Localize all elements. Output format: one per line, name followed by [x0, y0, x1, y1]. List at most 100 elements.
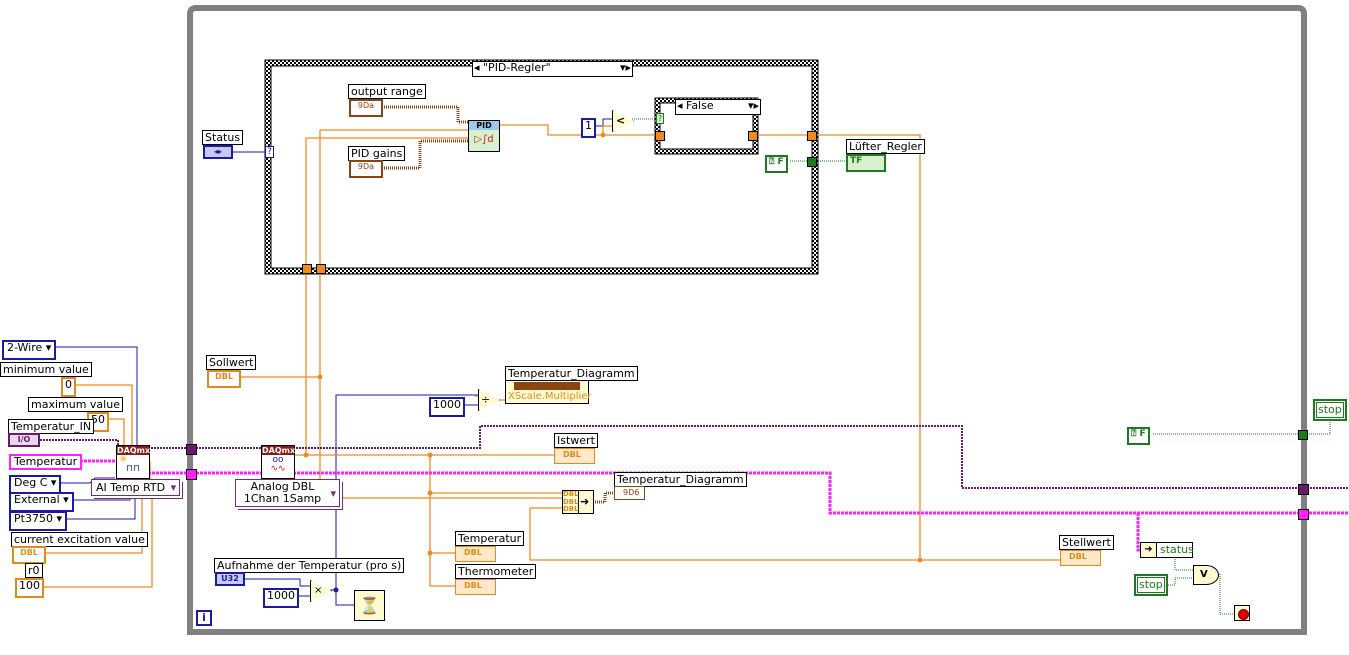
stop-button-terminal[interactable]: stop: [1134, 574, 1168, 596]
wait-metronome-icon[interactable]: ⏳: [354, 590, 385, 621]
op-glyph: V: [1200, 569, 1208, 580]
false-constant-stop[interactable]: ⍰ F: [1127, 427, 1150, 445]
bundle-input: DBL: [563, 497, 579, 506]
integral-icon: ▷∫d: [474, 134, 494, 145]
unbundle-field: status: [1160, 543, 1194, 556]
pid-vi[interactable]: PID ▷∫d: [468, 120, 500, 152]
task-wire: [40, 425, 1349, 489]
selector-line1: Analog DBL: [250, 480, 315, 493]
output-range-control[interactable]: 9Da: [349, 99, 383, 117]
sollwert-label: Sollwert: [206, 355, 257, 370]
status-enum-control[interactable]: ◂▸: [203, 145, 233, 159]
rtd-type-enum[interactable]: Pt3750 ▾: [9, 511, 67, 531]
waveform-icon: ∿∿: [270, 464, 286, 474]
temperatur-in-label: Temperatur_IN: [8, 419, 95, 434]
loop-condition-terminal[interactable]: [1234, 605, 1250, 621]
shift-register-tunnel: [186, 444, 197, 455]
tunnel: [655, 131, 665, 141]
current-excitation-label: current excitation value: [11, 532, 148, 547]
dropdown-icon: ▾: [330, 487, 336, 500]
polymorphic-selector-analog-dbl[interactable]: Analog DBL 1Chan 1Samp ▾: [235, 479, 340, 507]
daqmx-create-channel-vi[interactable]: DAQmx ✳ ⊓⊓: [116, 445, 150, 479]
bundle-input: DBL: [563, 490, 579, 498]
decrement-icon[interactable]: ◂: [677, 99, 683, 112]
timing-control[interactable]: U32: [215, 572, 245, 586]
increment-icon[interactable]: ▾▸: [619, 61, 631, 74]
case-selector-pid[interactable]: ◂ "PID-Regler" ▾▸: [472, 61, 633, 77]
tunnel: [302, 264, 312, 274]
channel-name-constant[interactable]: Temperatur: [9, 454, 83, 470]
stop-if-true-icon: [1238, 609, 1249, 620]
polymorphic-selector-ai-temp-rtd[interactable]: AI Temp RTD▾: [91, 479, 181, 496]
bundle-inputs: DBL DBL DBL: [563, 490, 579, 514]
case-selector-value: "PID-Regler": [483, 61, 551, 74]
multiply-constant[interactable]: 1000: [263, 588, 299, 608]
case-selector-terminal: ?: [265, 146, 274, 158]
increment-icon[interactable]: ▾▸: [747, 99, 759, 112]
daqmx-header: DAQmx: [262, 446, 296, 455]
luefter-regler-indicator[interactable]: TF: [846, 154, 886, 172]
case-selector-value: False: [686, 99, 714, 112]
io-terminal[interactable]: I/O: [8, 433, 40, 447]
bool-value: F: [1139, 429, 1146, 439]
units-enum[interactable]: Deg C ▾: [9, 475, 62, 495]
compare-constant[interactable]: 1: [581, 118, 596, 138]
tunnel: [1298, 509, 1309, 520]
tunnel: [1298, 430, 1308, 440]
error-wire: [72, 459, 1349, 552]
create-icon: ✳: [119, 454, 128, 465]
minimum-value-constant[interactable]: 0: [61, 377, 76, 397]
shift-register-tunnel: [186, 469, 197, 480]
r0-constant[interactable]: 100: [15, 578, 44, 598]
false-constant[interactable]: ⍰ F: [765, 155, 788, 173]
excitation-source-enum[interactable]: External ▾: [9, 492, 74, 512]
divide-constant[interactable]: 1000: [429, 397, 465, 417]
bundle-input: DBL: [563, 505, 579, 513]
pid-gains-control[interactable]: 9Da: [349, 160, 383, 178]
stellwert-label: Stellwert: [1059, 535, 1114, 550]
tunnel: [748, 131, 758, 141]
status-label: Status: [202, 130, 244, 145]
property-node-label: Temperatur_Diagramm: [505, 366, 638, 381]
stop-local-variable[interactable]: stop: [1313, 399, 1347, 421]
dbl-wires: [38, 124, 1062, 588]
property-node[interactable]: XScale.Multiplier: [505, 380, 592, 404]
case-selector-inner[interactable]: ◂ False ▾▸: [675, 99, 761, 115]
inner-case-terminal: ?: [656, 113, 664, 124]
or-primitive[interactable]: V: [1193, 565, 1219, 585]
property-name[interactable]: XScale.Multiplier: [508, 391, 592, 402]
unbundle-by-name[interactable]: ➜ status: [1140, 542, 1194, 558]
daqmx-read-vi[interactable]: DAQmx oo ∿∿: [261, 445, 295, 479]
bundle-node[interactable]: DBL DBL DBL ➜: [562, 490, 594, 514]
selector-line2: 1Chan 1Samp: [243, 492, 322, 505]
while-loop[interactable]: [187, 5, 1307, 635]
wire-junctions: [303, 132, 923, 563]
timing-label: Aufnahme der Temperatur (pro s): [214, 558, 405, 573]
pid-gains-label: PID gains: [348, 146, 406, 161]
r0-label: r0: [25, 563, 43, 578]
thermometer-indicator[interactable]: DBL: [455, 579, 496, 595]
bool-value: F: [777, 157, 784, 167]
stellwert-indicator[interactable]: DBL: [1060, 550, 1101, 566]
glasses-icon: oo: [272, 455, 284, 465]
tunnel: [1298, 484, 1309, 495]
arrow-icon: ➜: [1141, 543, 1157, 557]
istwert-indicator[interactable]: DBL: [554, 448, 595, 464]
current-excitation-control[interactable]: DBL: [12, 546, 46, 564]
cluster-wires: [378, 105, 614, 504]
property-node-ref-bar: [514, 382, 580, 390]
pulse-icon: ⊓⊓: [125, 464, 141, 474]
maximum-value-label: maximum value: [28, 397, 123, 412]
decrement-icon[interactable]: ◂: [474, 61, 480, 74]
pid-title: PID: [469, 121, 499, 130]
iteration-terminal: i: [196, 610, 212, 626]
divide-icon: ÷: [481, 393, 491, 406]
arrow-icon: ➜: [580, 495, 590, 508]
wire-mode-enum[interactable]: 2-Wire ▾: [2, 340, 57, 360]
chart-terminal[interactable]: 9D6: [614, 486, 645, 500]
op-glyph: ×: [314, 585, 323, 596]
tunnel: [807, 131, 817, 141]
sollwert-control[interactable]: DBL: [207, 370, 241, 388]
temperatur-indicator[interactable]: DBL: [455, 546, 496, 562]
